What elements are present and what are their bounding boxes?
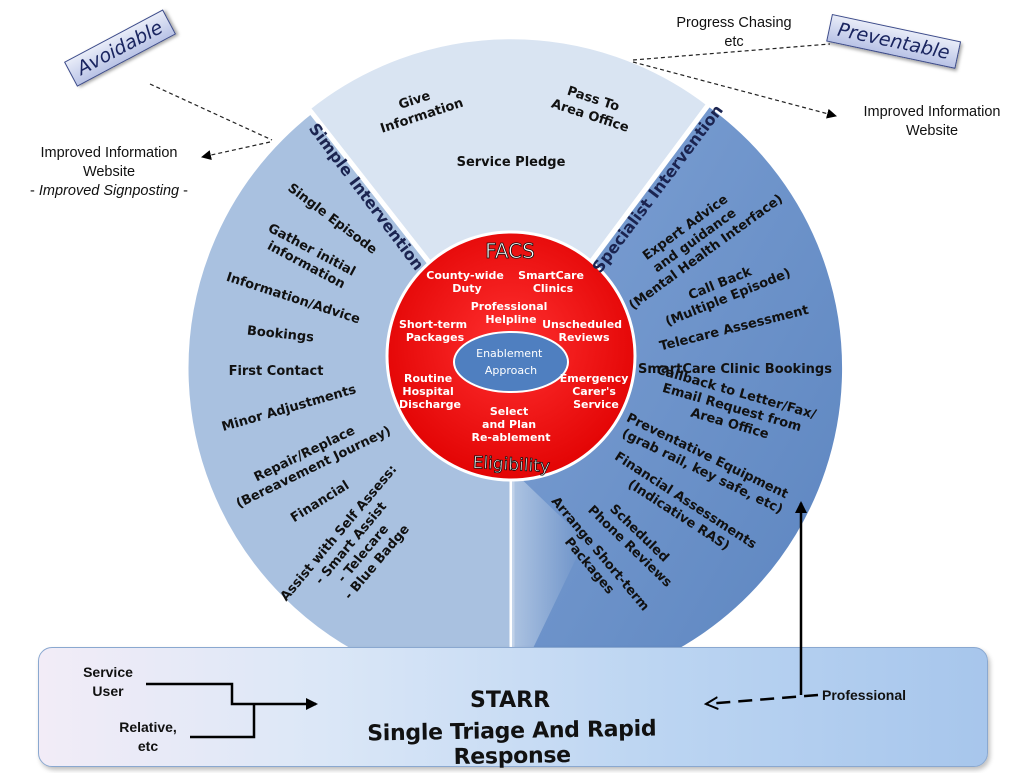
preventable-arrow <box>632 61 837 119</box>
service-user-label: Service User <box>70 663 146 701</box>
improved-info-left-line1: Improved Information <box>40 145 178 161</box>
improved-info-left-note: Improved Information Website - Improved … <box>14 144 204 201</box>
progress-chasing-note: Progress Chasing etc <box>654 14 814 52</box>
center-item-routine-hospital-discharge: Routine Hospital Discharge <box>399 372 461 411</box>
improved-info-right-line2: Website <box>905 123 959 139</box>
progress-chasing-line1: Progress Chasing <box>676 15 792 31</box>
simple-item-first-contact: First Contact <box>229 364 324 379</box>
center-item-smartcare-clinics: SmartCare Clinics <box>518 269 588 295</box>
top-segment <box>304 34 713 373</box>
service-pledge-text: Service Pledge <box>457 155 566 170</box>
avoidable-arrow <box>201 141 271 160</box>
enablement-ellipse <box>453 331 569 393</box>
preventable-connector-line <box>632 43 831 61</box>
improved-info-right-note: Improved Information Website <box>842 103 1022 141</box>
specialist-item-smartcare-bookings: SmartCare Clinic Bookings <box>638 362 832 377</box>
center-item-short-term-packages: Short-term Packages <box>399 318 471 344</box>
simple-item-bookings: Bookings <box>246 324 315 346</box>
progress-chasing-line2: etc <box>724 34 744 50</box>
professional-label: Professional <box>822 687 907 703</box>
starr-subtitle: Single Triage And Rapid Response <box>367 716 657 771</box>
improved-info-left-line2: Website <box>82 164 136 180</box>
facs-title: FACS <box>485 239 535 263</box>
avoidable-connector-line <box>149 83 273 141</box>
segment-fold <box>512 470 585 692</box>
eligibility-title: Eligibility <box>472 453 550 477</box>
relative-line2: etc <box>137 738 159 754</box>
starr-title: STARR <box>469 688 551 713</box>
service-user-line2: User <box>92 683 124 699</box>
relative-label: Relative, etc <box>106 718 190 756</box>
service-user-line1: Service <box>83 664 133 680</box>
center-item-unscheduled-reviews: Unscheduled Reviews <box>542 318 626 344</box>
center-item-select-plan-reablement: Select and Plan Re-ablement <box>471 405 550 444</box>
center-item-professional-helpline: Professional Helpline <box>471 300 552 326</box>
center-item-county-wide-duty: County-wide Duty <box>426 269 507 295</box>
improved-info-right-line1: Improved Information <box>863 104 1001 120</box>
center-item-emergency-carers-service: Emergency Carer's Service <box>560 372 633 411</box>
relative-line1: Relative, <box>119 719 177 735</box>
enablement-approach-text: Enablement Approach <box>476 347 546 377</box>
improved-signposting-text: Improved Signposting <box>38 183 180 199</box>
improved-info-left-line3-wrapper: - Improved Signposting - <box>30 183 188 199</box>
